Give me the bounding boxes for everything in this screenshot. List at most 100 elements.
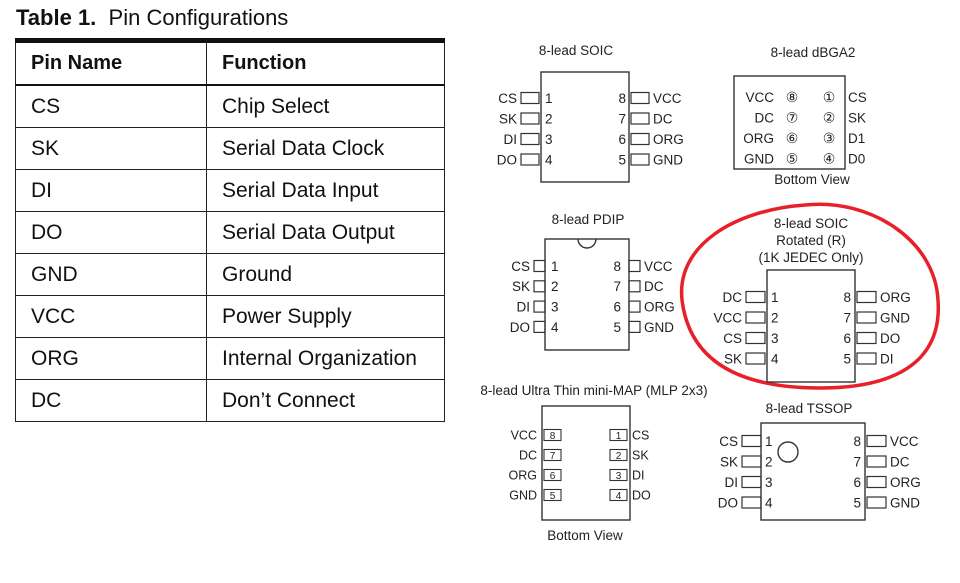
pdip-pin-label: DI <box>517 299 531 314</box>
tssop-pin-label: CS <box>719 434 738 449</box>
tssop-pin-pad <box>866 455 887 468</box>
dbga2-ball-number: ⑥ <box>786 130 799 146</box>
mini-map-pin-number: 5 <box>550 491 556 502</box>
mini-map-pin-pad <box>543 448 562 462</box>
mini-map-package-body <box>541 405 631 521</box>
pdip-pin-pad <box>533 320 546 333</box>
mini-map-pin-number: 2 <box>616 451 622 462</box>
dbga2-title: 8-lead dBGA2 <box>771 45 856 60</box>
dbga2-pin-label: CS <box>848 90 867 105</box>
soic-rotated-title-line3: (1K JEDEC Only) <box>758 250 863 265</box>
pdip-pin-label: DC <box>644 279 664 294</box>
mini-map-pin-number: 4 <box>616 491 622 502</box>
mini-map-pin-label: GND <box>509 489 537 503</box>
dbga2-ball-number: ⑤ <box>786 151 799 167</box>
tssop-pin-number: 1 <box>765 434 773 449</box>
mini-map-pin-number: 3 <box>616 471 622 482</box>
pdip-pin-number: 6 <box>613 299 621 314</box>
pdip-pin-label: VCC <box>644 259 673 274</box>
table-title: Table 1. Pin Configurations <box>16 5 288 31</box>
mini-map-pin-pad <box>609 468 628 482</box>
tssop-pin-pad <box>741 434 762 448</box>
highlight-circle <box>679 202 940 390</box>
pdip-package-body <box>544 238 630 351</box>
soic_rotated-pin-pad <box>856 331 877 345</box>
pdip-pin-label: ORG <box>644 299 675 314</box>
mini-map-pin-pad <box>543 488 562 502</box>
soic_rotated-pin-number: 6 <box>843 331 851 346</box>
pdip-pin-number: 5 <box>613 320 621 335</box>
pdip-title: 8-lead PDIP <box>552 212 625 227</box>
pdip-pin-label: CS <box>511 259 530 274</box>
dbga2-ball-number: ⑦ <box>786 110 799 126</box>
tssop-pin-pad <box>866 475 887 489</box>
mini-map-pin-pad <box>609 448 628 462</box>
mini-map-pin-pad <box>609 488 628 502</box>
soic-title: 8-lead SOIC <box>539 43 614 58</box>
soic_rotated-pin-label: GND <box>880 310 910 325</box>
dbga2-package-body <box>733 75 846 170</box>
pdip-pin-number: 2 <box>551 279 559 294</box>
pdip-pin-label: DO <box>510 320 530 335</box>
mini-map-pin-number: 7 <box>550 451 556 462</box>
soic-pin-number: 7 <box>618 111 626 126</box>
soic-pin-pad <box>630 112 650 125</box>
soic_rotated-pin-number: 2 <box>771 310 779 325</box>
dbga2-pin-label: D0 <box>848 152 865 167</box>
mini-map-pin-pad <box>543 428 562 442</box>
pin-name-cell: GND <box>15 253 207 296</box>
tssop-pin-pad <box>741 455 762 468</box>
mini-map-pin-label: DC <box>519 449 537 463</box>
tssop-pin-label: DC <box>890 454 910 469</box>
soic_rotated-pin-number: 1 <box>771 290 779 305</box>
soic-pin-label: DI <box>504 132 518 147</box>
soic-pin-pad <box>520 153 540 166</box>
tssop-pin-number: 6 <box>853 475 861 490</box>
pdip-pin-label: GND <box>644 320 674 335</box>
dbga2-pin-label: VCC <box>745 90 774 105</box>
soic_rotated-pin-label: DI <box>880 351 894 366</box>
soic-pin-number: 8 <box>618 91 626 106</box>
soic_rotated-pin-label: DC <box>723 290 743 305</box>
mini-map-pin-label: SK <box>632 449 649 463</box>
soic_rotated-pin-label: CS <box>723 331 742 346</box>
tssop-package-body <box>760 422 866 521</box>
mini-map-pin-label: VCC <box>511 429 537 443</box>
column-header-function: Function <box>206 40 445 86</box>
column-header-pin-name: Pin Name <box>15 40 207 86</box>
pin-name-cell: CS <box>15 84 207 128</box>
pdip-pin-pad <box>628 320 641 333</box>
function-cell: Internal Organization <box>206 337 445 380</box>
pdip-pin-number: 3 <box>551 299 559 314</box>
mini-map-title: 8-lead Ultra Thin mini-MAP (MLP 2x3) <box>480 383 707 398</box>
dbga2-pin-label: DC <box>755 111 775 126</box>
soic_rotated-pin-number: 7 <box>843 310 851 325</box>
pin-name-cell: DI <box>15 169 207 212</box>
soic-pin-pad <box>630 153 650 166</box>
soic-rotated-package-body <box>766 269 856 383</box>
pdip-pin-pad <box>628 280 641 293</box>
pdip-pin-pad <box>533 259 546 273</box>
soic-pin-label: CS <box>498 91 517 106</box>
soic_rotated-pin-pad <box>745 352 766 365</box>
mini-map-pin-label: ORG <box>509 469 537 483</box>
mini-map-pin-number: 8 <box>550 431 556 442</box>
dbga2-ball-number: ④ <box>823 151 836 167</box>
tssop-pin-label: VCC <box>890 434 919 449</box>
tssop-pin1-dot <box>777 441 799 463</box>
soic-pin-label: VCC <box>653 91 682 106</box>
tssop-pin-pad <box>866 496 887 509</box>
table-header-row: Pin Name Function <box>15 40 445 86</box>
dbga2-ball-number: ③ <box>823 130 836 146</box>
dbga2-caption: Bottom View <box>774 172 850 187</box>
pdip-pin-number: 1 <box>551 259 559 274</box>
tssop-pin-number: 5 <box>853 495 861 510</box>
